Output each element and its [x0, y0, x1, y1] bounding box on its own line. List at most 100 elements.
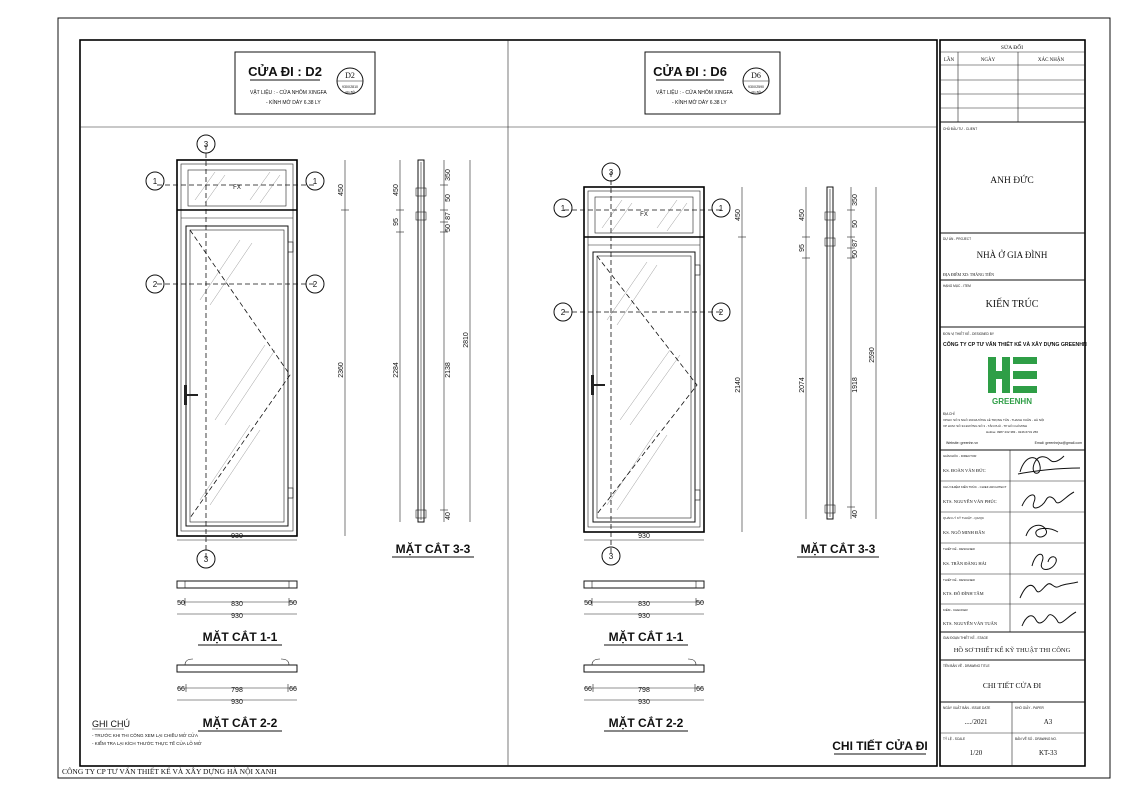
hotline: Hotline: 0987 232 383 - 0246.6731 256 [986, 430, 1038, 434]
s33-dim-50a: 50 [852, 220, 859, 228]
signer-name: KS. ĐOÀN VĂN ĐỨC [943, 468, 986, 473]
door-d6-tag-size: 930X2590 [748, 85, 764, 89]
s22-dim-930: 930 [231, 699, 243, 706]
section-marker-3-top: 3 [196, 134, 216, 154]
s22-dim-798: 798 [231, 687, 243, 694]
section-marker-1-right: 1 [305, 171, 325, 191]
section-2-2-d6: 66 798 66 930 MẶT CẮT 2-2 [583, 658, 705, 732]
section-marker-1-left: 1 [145, 171, 165, 191]
section-3-3-title: MẶT CẮT 3-3 [801, 541, 876, 556]
section-2-2-title: MẶT CẮT 2-2 [609, 715, 684, 730]
s11-dim-930: 930 [638, 613, 650, 620]
door-d2-material-1: VẬT LIỆU : - CỬA NHÔM XINGFA [250, 88, 327, 96]
paper-size-label: KHỔ GIẤY - PAPER [1015, 705, 1044, 710]
s33-dim-top: 450 [393, 184, 400, 196]
door-d6-fx-label: FX [640, 212, 648, 218]
door-d2-leaf-dim: 2360 [338, 362, 345, 378]
door-d2-material-2: - KÍNH MỜ DÀY 6.38 LY [266, 99, 321, 106]
footer-company-text: CÔNG TY CP TƯ VẤN THIẾT KẾ VÀ XÂY DỰNG H… [62, 766, 277, 776]
signer-role: QUẢN LÝ KỸ THUẬT - QA/QC [943, 515, 985, 520]
s22-dim-798: 798 [638, 687, 650, 694]
s33-dim-87: 87 [445, 212, 452, 220]
signature-3 [1025, 524, 1059, 538]
s33-dim-inner: 1918 [852, 377, 859, 393]
issue-date: ..../2021 [965, 718, 988, 726]
section-3-3-d6: 450 95 2074 350 50 87 50 1918 40 2590 MẶ… [797, 186, 879, 558]
s11-dim-830: 830 [231, 601, 243, 608]
door-d6-tag-code: D6 [751, 71, 761, 80]
notes-title: GHI CHÚ [92, 719, 130, 729]
greenhn-logo: GREENHN [988, 357, 1037, 406]
s11-dim-50a: 50 [584, 600, 592, 607]
signature-6 [1021, 611, 1077, 627]
section-marker-2-left: 2 [145, 274, 165, 294]
s33-dim-50b: 50 [852, 250, 859, 258]
section-1-1-title: MẶT CẮT 1-1 [609, 629, 684, 644]
signer-role: KIỂM - CHECKER [943, 607, 969, 612]
website: Website: greenhn.vn [946, 441, 978, 445]
section-marker-label: 2 [561, 308, 566, 317]
drawing-name: CHI TIẾT CỬA ĐI [983, 680, 1042, 690]
address-line-2: VP HCM: SỐ 34 ĐƯỜNG SỐ 3 - TÂN PHÚ - TP … [943, 423, 1027, 428]
section-marker-label: 2 [719, 308, 724, 317]
scale-label: TỶ LỆ - SCALE [943, 736, 965, 741]
section-marker-2-right-d6: 2 [711, 302, 731, 322]
section-marker-label: 2 [313, 280, 318, 289]
signer-role: THIẾT KẾ - DESIGNER [943, 546, 976, 551]
signer-role: CHỦ NHIỆM KIẾN TRÚC - CHIEF ARCHITECT [943, 484, 1007, 489]
designer-label: ĐƠN VỊ THIẾT KẾ - DESIGNED BY [943, 331, 995, 336]
door-d6-title-box [644, 51, 781, 115]
project-label: DỰ ÁN - PROJECT [943, 237, 971, 241]
notes-line-1: - TRƯỚC KHI THI CÔNG XEM LẠI CHIỀU MỞ CỬ… [92, 732, 198, 738]
rev-col-date: NGÀY [981, 57, 996, 63]
scale: 1/20 [970, 749, 983, 757]
stage-label: GIAI ĐOẠN THIẾT KẾ - STAGE [943, 635, 988, 640]
section-1-1-title: MẶT CẮT 1-1 [203, 629, 278, 644]
sheet-no: KT-33 [1039, 749, 1058, 757]
s22-dim-66a: 66 [177, 686, 185, 693]
door-d6-tag-sub: x01 BỘ [751, 89, 762, 94]
s33-dim-mid: 95 [799, 244, 806, 252]
notes-line-2: - KIỂM TRA LẠI KÍCH THƯỚC THỰC TẾ CỦA LỖ… [92, 740, 202, 746]
door-d6-material-2: - KÍNH MỜ DÀY 6.38 LY [672, 99, 727, 106]
owner-label: CHỦ ĐẦU TƯ - CLIENT [943, 126, 977, 131]
section-marker-1-left-d6: 1 [553, 198, 573, 218]
door-d2-title: CỬA ĐI : D2 [248, 64, 322, 79]
s33-dim-full: 2284 [393, 362, 400, 378]
company-name: CÔNG TY CP TƯ VẤN THIẾT KẾ VÀ XÂY DỰNG G… [943, 340, 1087, 348]
s11-dim-50b: 50 [696, 600, 704, 607]
section-marker-3-bottom-d6: 3 [601, 546, 621, 566]
section-3-3-title: MẶT CẮT 3-3 [396, 541, 471, 556]
section-marker-3-bottom: 3 [196, 549, 216, 569]
s22-dim-66b: 66 [696, 686, 704, 693]
signer-name: KTS. NGUYỄN VĂN PHÚC [943, 499, 997, 504]
s33-dim-350: 350 [852, 194, 859, 206]
s33-dim-total: 2810 [463, 332, 470, 348]
address-label: ĐỊA CHỈ [943, 411, 955, 416]
signer-role: GIÁM ĐỐC - DIRECTOR [943, 453, 977, 458]
sheet-no-label: BẢN VẼ SỐ - DRAWING NO. [1015, 736, 1057, 741]
section-marker-label: 3 [204, 140, 209, 149]
door-d2-drawing: CỬA ĐI : D2 D2 930X2810 x01 BỘ VẬT LIỆU … [145, 51, 474, 732]
s11-dim-830: 830 [638, 601, 650, 608]
section-marker-2-right: 2 [305, 274, 325, 294]
s33-dim-40: 40 [852, 510, 859, 518]
s33-dim-mid: 95 [393, 218, 400, 226]
s22-dim-66a: 66 [584, 686, 592, 693]
issue-date-label: NGÀY XUẤT BẢN - ISSUE DATE [943, 705, 990, 710]
door-d6-width-dim: 930 [638, 533, 650, 540]
door-d2-tag-sub: x01 BỘ [345, 89, 356, 94]
signer-name: KTS. ĐỖ ĐÌNH TÂM [943, 591, 984, 596]
signature-1 [1017, 455, 1081, 475]
section-2-2-d2: 66 798 66 930 MẶT CẮT 2-2 [176, 658, 298, 732]
section-marker-label: 1 [153, 177, 158, 186]
signer-name: KS. NGÔ MINH ĐÂN [943, 530, 986, 535]
email: Email: greenhnjsc@gmail.com [1035, 441, 1082, 445]
s11-dim-50b: 50 [289, 600, 297, 607]
logo-text: GREENHN [992, 397, 1032, 406]
door-d2-fx-label: FX [233, 185, 241, 191]
drawing-title: CHI TIẾT CỬA ĐI [832, 738, 928, 753]
door-d2-width-dim: 930 [231, 533, 243, 540]
outer-border [57, 17, 1111, 779]
